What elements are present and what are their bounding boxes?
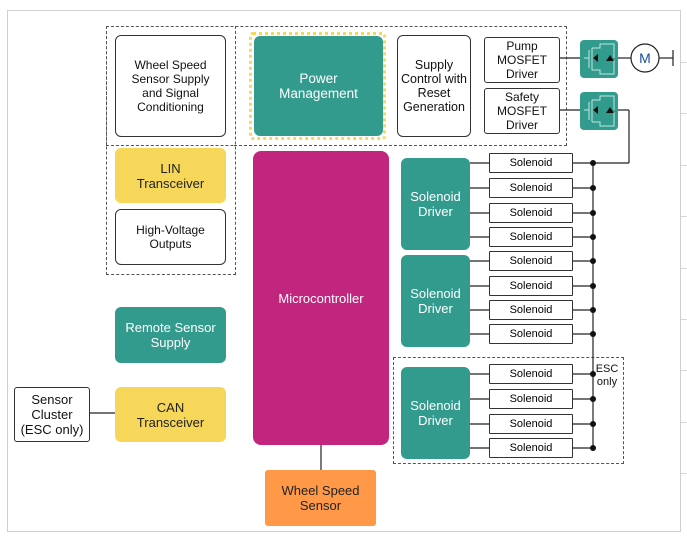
solenoid-driver-block: Solenoid Driver: [401, 255, 470, 347]
junction-dot: [590, 396, 596, 402]
solenoid-block: Solenoid: [489, 203, 573, 223]
motor-icon: [630, 43, 660, 73]
solenoid-block: Solenoid: [489, 153, 573, 173]
microcontroller-block: Microcontroller: [253, 151, 389, 445]
solenoid-driver-block: Solenoid Driver: [401, 367, 470, 459]
junction-dot: [590, 185, 596, 191]
junction-dot: [590, 160, 596, 166]
esc-only-label: ESC only: [595, 363, 619, 388]
right-frame-column: [680, 10, 687, 532]
junction-dot: [590, 258, 596, 264]
solenoid-block: Solenoid: [489, 389, 573, 409]
left-group-outline: [106, 26, 236, 275]
solenoid-block: Solenoid: [489, 178, 573, 198]
solenoid-driver-block: Solenoid Driver: [401, 158, 470, 250]
safety-mosfet-icon: [580, 92, 618, 130]
solenoid-block: Solenoid: [489, 364, 573, 384]
wheel-speed-sensor-block: Wheel Speed Sensor: [265, 470, 376, 526]
supply-control-block: Supply Control with Reset Generation: [397, 35, 471, 137]
can-transceiver-block: CAN Transceiver: [115, 387, 226, 442]
solenoid-block: Solenoid: [489, 438, 573, 458]
junction-dot: [590, 371, 596, 377]
motor-label: M: [639, 50, 651, 66]
esc-only-outline: [393, 357, 624, 464]
power-management-highlight: [249, 32, 386, 140]
junction-dot: [590, 210, 596, 216]
pump-mosfet-icon: [580, 40, 618, 78]
high-voltage-outputs-block: High-Voltage Outputs: [115, 209, 226, 265]
junction-dot: [590, 331, 596, 337]
diagram-frame: [7, 10, 680, 532]
solenoid-block: Solenoid: [489, 414, 573, 434]
junction-dot: [590, 234, 596, 240]
solenoid-block: Solenoid: [489, 251, 573, 271]
junction-dot: [590, 283, 596, 289]
sensor-cluster-block: Sensor Cluster (ESC only): [14, 387, 90, 442]
pump-mosfet-driver-block: Pump MOSFET Driver: [484, 37, 560, 83]
solenoid-block: Solenoid: [489, 324, 573, 344]
remote-sensor-supply-block: Remote Sensor Supply: [115, 307, 226, 363]
wheel-speed-sensor-supply-block: Wheel Speed Sensor Supply and Signal Con…: [115, 35, 226, 137]
solenoid-block: Solenoid: [489, 300, 573, 320]
safety-mosfet-driver-block: Safety MOSFET Driver: [484, 88, 560, 134]
lin-transceiver-block: LIN Transceiver: [115, 148, 226, 203]
junction-dot: [590, 307, 596, 313]
junction-dot: [590, 421, 596, 427]
junction-dot: [590, 445, 596, 451]
solenoid-block: Solenoid: [489, 227, 573, 247]
power-management-block: Power Management: [254, 36, 383, 136]
solenoid-block: Solenoid: [489, 276, 573, 296]
